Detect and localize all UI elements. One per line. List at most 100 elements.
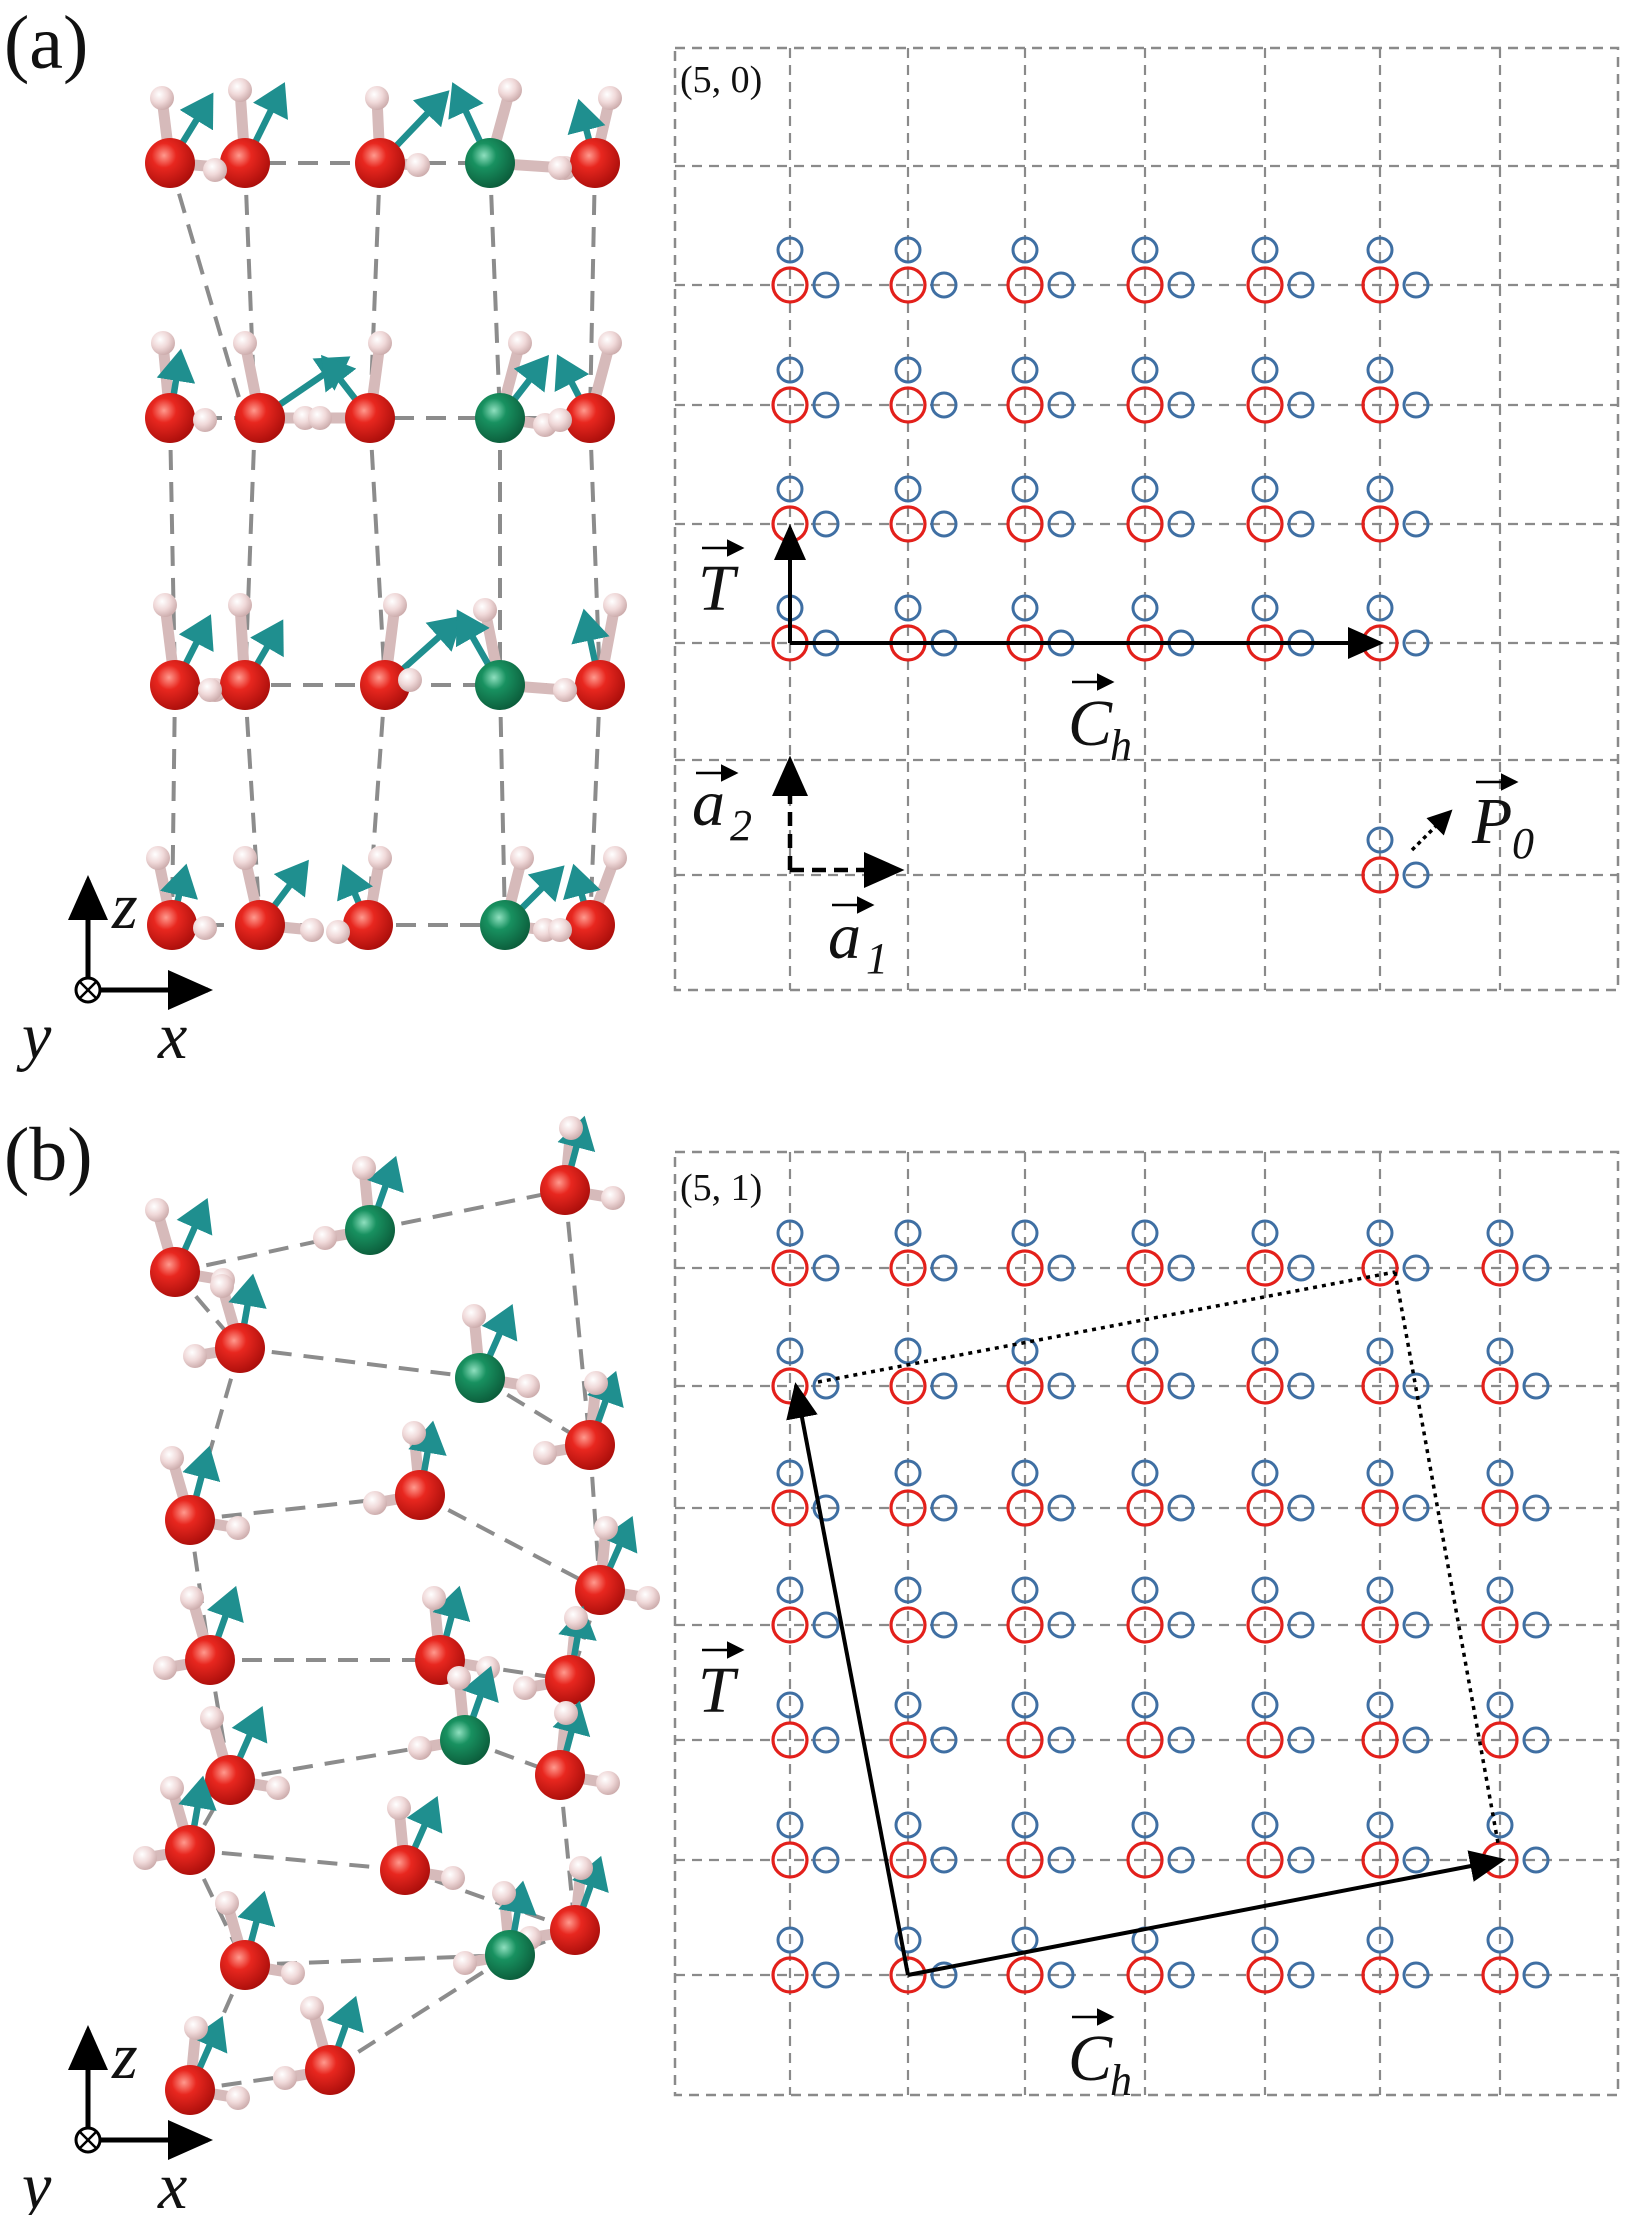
lattice-hydrogen bbox=[1366, 475, 1394, 503]
panel-a-label: (a) bbox=[4, 1, 88, 85]
lattice-oxygen bbox=[1246, 1956, 1284, 1994]
hydrogen-atom bbox=[228, 593, 252, 617]
lattice-water-molecule bbox=[771, 1459, 840, 1527]
lattice-water-molecule bbox=[1246, 1219, 1315, 1287]
lattice-oxygen bbox=[889, 1606, 927, 1644]
hydrogen-bond bbox=[588, 417, 602, 686]
panel-a-grid bbox=[673, 46, 1620, 992]
lattice-water-molecule bbox=[771, 1811, 840, 1879]
lattice-hydrogen bbox=[930, 1846, 958, 1874]
panel-b-chirality-label: (5, 1) bbox=[680, 1167, 762, 1209]
lattice-oxygen bbox=[1246, 386, 1284, 424]
lattice-hydrogen bbox=[812, 1611, 840, 1639]
lattice-hydrogen bbox=[930, 1372, 958, 1400]
oxygen-atom bbox=[235, 900, 285, 950]
lattice-water-molecule bbox=[1246, 1337, 1315, 1405]
lattice-water-molecule bbox=[1481, 1691, 1550, 1759]
lattice-water-molecule bbox=[889, 356, 958, 424]
water-molecule bbox=[360, 593, 463, 710]
hydrogen-atom bbox=[313, 1226, 337, 1250]
hydrogen-atom bbox=[508, 331, 532, 355]
panel-b-Ch-vector bbox=[907, 1850, 1506, 1977]
lattice-hydrogen bbox=[1287, 1611, 1315, 1639]
water-molecule bbox=[153, 1585, 244, 1685]
lattice-water-molecule bbox=[1361, 1926, 1430, 1994]
lattice-hydrogen bbox=[930, 1726, 958, 1754]
lattice-hydrogen bbox=[776, 1459, 804, 1487]
panel-b-axes-indicator: z x y bbox=[16, 2020, 213, 2215]
lattice-hydrogen bbox=[1167, 1254, 1195, 1282]
lattice-oxygen bbox=[889, 1249, 927, 1287]
lattice-hydrogen bbox=[1287, 1726, 1315, 1754]
grid-border bbox=[673, 46, 1620, 992]
panel-a-T-label: T bbox=[698, 539, 745, 625]
hydrogen-atom bbox=[462, 1304, 486, 1328]
lattice-oxygen bbox=[1006, 1606, 1044, 1644]
hydrogen-atom bbox=[492, 1881, 516, 1905]
hydrogen-atom bbox=[473, 598, 497, 622]
lattice-hydrogen bbox=[894, 1926, 922, 1954]
hydrogen-atom bbox=[601, 1186, 625, 1210]
lattice-water-molecule bbox=[1126, 356, 1195, 424]
panel-b-z-axis-label: z bbox=[111, 2020, 138, 2093]
lattice-hydrogen bbox=[1131, 1337, 1159, 1365]
lattice-hydrogen bbox=[1167, 510, 1195, 538]
lattice-water-molecule bbox=[1361, 594, 1430, 662]
panel-a-ice-nanotube-side-view bbox=[145, 78, 627, 950]
lattice-water-molecule bbox=[1361, 1337, 1430, 1405]
hydrogen-bond bbox=[189, 2068, 331, 2092]
lattice-hydrogen bbox=[1402, 861, 1430, 889]
lattice-hydrogen bbox=[812, 1726, 840, 1754]
lattice-water-molecule bbox=[1246, 356, 1315, 424]
lattice-water-molecule bbox=[1361, 475, 1430, 543]
lattice-hydrogen bbox=[894, 1576, 922, 1604]
water-molecule bbox=[215, 1890, 305, 1990]
lattice-water-molecule bbox=[771, 1219, 840, 1287]
hydrogen-atom bbox=[533, 1441, 557, 1465]
panel-b-T-label: T bbox=[698, 1641, 745, 1727]
lattice-oxygen bbox=[1006, 1841, 1044, 1879]
panel-b-grid bbox=[673, 1150, 1620, 2097]
panel-a-P0-vector bbox=[1410, 809, 1453, 852]
green-oxygen-atom bbox=[455, 1353, 505, 1403]
lattice-hydrogen bbox=[1366, 1576, 1394, 1604]
water-molecule bbox=[548, 846, 627, 950]
hydrogen-atom bbox=[603, 846, 627, 870]
lattice-hydrogen bbox=[776, 1219, 804, 1247]
lattice-hydrogen bbox=[1251, 594, 1279, 622]
lattice-water-molecule bbox=[1481, 1459, 1550, 1527]
water-molecule bbox=[273, 1995, 364, 2095]
lattice-water-molecule bbox=[1006, 1337, 1075, 1405]
hydrogen-atom bbox=[548, 918, 572, 942]
lattice-oxygen bbox=[1126, 386, 1164, 424]
lattice-hydrogen bbox=[1402, 271, 1430, 299]
lattice-oxygen bbox=[1361, 856, 1399, 894]
oxygen-atom bbox=[575, 1565, 625, 1615]
water-molecule bbox=[363, 1420, 447, 1520]
lattice-oxygen bbox=[1126, 1249, 1164, 1287]
lattice-hydrogen bbox=[1402, 629, 1430, 657]
lattice-hydrogen bbox=[1366, 1926, 1394, 1954]
oxygen-atom bbox=[565, 1420, 615, 1470]
svg-text:a: a bbox=[692, 767, 725, 840]
lattice-water-molecule bbox=[889, 1576, 958, 1644]
lattice-oxygen bbox=[889, 386, 927, 424]
oxygen-atom bbox=[165, 2065, 215, 2115]
oxygen-atom bbox=[395, 1470, 445, 1520]
panel-a-lattice-molecules bbox=[771, 236, 1430, 894]
lattice-hydrogen bbox=[1011, 475, 1039, 503]
oxygen-atom bbox=[145, 138, 195, 188]
lattice-water-molecule bbox=[1126, 1691, 1195, 1759]
hydrogen-atom bbox=[226, 1516, 250, 1540]
svg-text:h: h bbox=[1110, 2056, 1132, 2105]
lattice-water-molecule bbox=[1006, 594, 1075, 662]
hydrogen-bond bbox=[563, 1189, 592, 1446]
water-molecule bbox=[553, 593, 627, 710]
lattice-water-molecule bbox=[889, 1459, 958, 1527]
into-page-axis-icon bbox=[74, 2126, 102, 2154]
water-molecule bbox=[575, 1516, 660, 1615]
water-molecule bbox=[455, 598, 577, 710]
lattice-oxygen bbox=[1361, 1956, 1399, 1994]
lattice-hydrogen bbox=[930, 391, 958, 419]
hydrogen-atom bbox=[352, 1156, 376, 1180]
